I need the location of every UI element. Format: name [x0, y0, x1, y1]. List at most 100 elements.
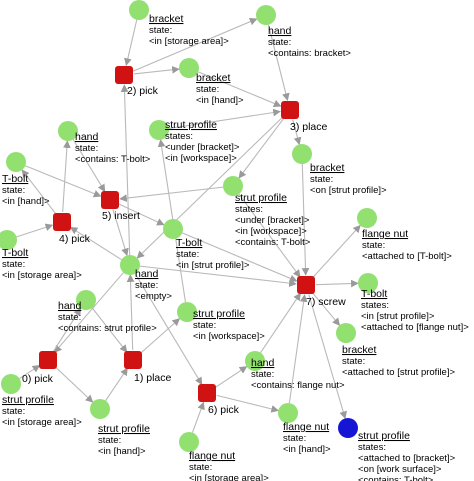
- object-node-marker: [179, 432, 199, 452]
- state-heading: state:: [2, 185, 25, 196]
- state-value: <in [workspace]>: [193, 331, 265, 342]
- edge-pick0-to-strut_hand: [54, 366, 94, 403]
- state-value: <in [storage area]>: [189, 473, 269, 481]
- edge-screw7-to-strut_final: [308, 294, 347, 420]
- node-pick4: 4) pick: [53, 213, 91, 245]
- state-heading: states:: [165, 131, 193, 142]
- node-name: T-bolt: [176, 237, 202, 249]
- state-value: <contains: T-bolt>: [235, 237, 311, 248]
- node-name: strut profile: [235, 192, 287, 204]
- node-name: strut profile: [358, 430, 410, 442]
- edge-tbolt_hand-to-insert5: [25, 165, 102, 198]
- action-node-marker: [53, 213, 71, 231]
- state-value: <attached to [strut profile]>: [342, 367, 455, 378]
- node-insert5: 5) insert: [101, 191, 140, 222]
- edge-tbolt_instrut-to-screw7: [182, 232, 298, 282]
- node-pick2: 2) pick: [115, 66, 159, 97]
- object-node-marker: [90, 399, 110, 419]
- action-label: 0) pick: [22, 373, 54, 385]
- state-heading: states:: [235, 204, 263, 215]
- edge-strut_under2-to-screw7: [238, 193, 301, 278]
- object-node-marker: [177, 302, 197, 322]
- object-node-marker: [278, 403, 298, 423]
- object-node-marker: [0, 230, 17, 250]
- node-name: strut profile: [98, 423, 150, 435]
- object-node-marker: [129, 0, 149, 20]
- node-pick0: 0) pick: [22, 351, 57, 385]
- state-heading: state:: [176, 249, 199, 260]
- state-heading: state:: [75, 143, 98, 154]
- edge-insert5-to-tbolt_instrut: [118, 203, 165, 226]
- action-label: 3) place: [290, 121, 328, 133]
- node-place3: 3) place: [281, 101, 328, 133]
- state-heading: state:: [149, 25, 172, 36]
- node-name: bracket: [310, 162, 345, 174]
- object-node-marker: [358, 273, 378, 293]
- node-name: bracket: [342, 344, 377, 356]
- edge-hand_flange-to-screw7: [260, 292, 301, 354]
- action-label: 4) pick: [59, 233, 91, 245]
- state-value: <in [strut profile]>: [176, 260, 250, 271]
- edge-bracket_hand-to-place3: [198, 71, 282, 108]
- action-node-marker: [124, 351, 142, 369]
- node-pick6: 6) pick: [198, 384, 240, 416]
- edge-place1-to-hand_empty: [126, 274, 135, 351]
- state-heading: state:: [58, 312, 81, 323]
- action-label: 5) insert: [102, 210, 140, 222]
- state-value: <empty>: [135, 291, 172, 302]
- state-value: <in [hand]>: [196, 95, 244, 106]
- edge-hand_bracket-to-place3: [267, 24, 290, 102]
- node-name: bracket: [149, 13, 184, 25]
- node-name: strut profile: [193, 308, 245, 320]
- state-value: <in [workspace]>: [165, 153, 237, 164]
- edge-screw7-to-tbolt_final: [315, 279, 359, 288]
- node-name: hand: [75, 131, 99, 143]
- object-node-marker: [223, 176, 243, 196]
- edge-flange_storage-to-pick6: [191, 401, 205, 433]
- state-value: <in [storage area]>: [149, 36, 229, 47]
- state-value: <in [storage area]>: [2, 417, 82, 428]
- state-value: <contains: T-bolt>: [75, 154, 151, 165]
- edge-bracket_storage-to-pick2: [124, 19, 138, 67]
- edge-screw7-to-bracket_final: [311, 292, 341, 326]
- node-name: hand: [268, 25, 292, 37]
- object-node-marker: [336, 323, 356, 343]
- edge-pick2-to-bracket_hand: [133, 65, 180, 75]
- edge-bracket_on-to-screw7: [301, 163, 310, 276]
- edge-pick0-to-hand_strut: [52, 307, 82, 352]
- action-label: 7) screw: [306, 296, 346, 308]
- state-value: <in [hand]>: [2, 196, 50, 207]
- node-place1: 1) place: [124, 351, 172, 384]
- edge-pick6-to-flange_hand: [216, 394, 280, 413]
- object-node-marker: [256, 5, 276, 25]
- state-value: <attached to [T-bolt]>: [362, 251, 452, 262]
- state-value: <in [strut profile]>: [361, 311, 435, 322]
- state-value: <attached to [flange nut]>: [361, 322, 469, 333]
- object-node-marker: [120, 255, 140, 275]
- state-value: <contains: flange nut>: [251, 380, 345, 391]
- edge-hand_empty-to-pick4: [69, 226, 122, 261]
- object-node-marker: [357, 208, 377, 228]
- node-name: T-bolt: [2, 173, 28, 185]
- edge-screw7-to-flangenut_tbolt: [312, 224, 361, 278]
- action-label: 1) place: [134, 372, 172, 384]
- edge-hand_empty-to-pick2: [120, 84, 131, 256]
- state-heading: state:: [2, 259, 25, 270]
- state-value: <under [bracket]>: [235, 215, 310, 226]
- state-heading: state:: [2, 406, 25, 417]
- object-node-marker: [76, 290, 96, 310]
- edge-hand_empty-to-pick0: [54, 272, 124, 354]
